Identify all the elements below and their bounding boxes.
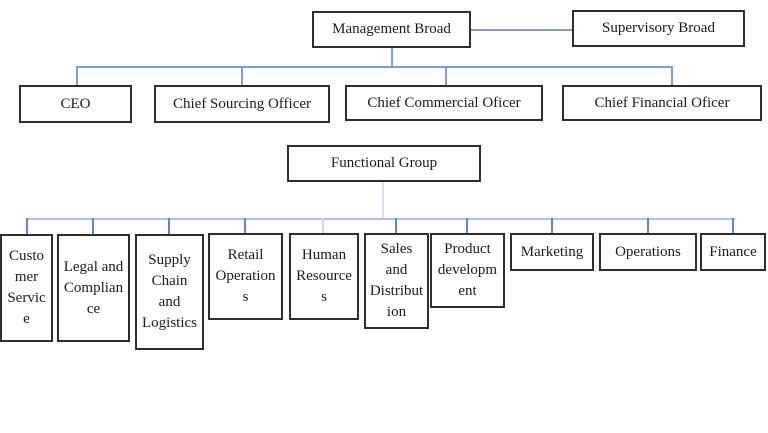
connector-drop-ceo xyxy=(76,66,78,86)
node-label: Supply Chain and Logistics xyxy=(142,252,197,331)
node-chief-commercial-oficer: Chief Commercial Oficer xyxy=(345,85,543,121)
node-label: Functional Group xyxy=(330,155,438,171)
node-human-resources: Human Resources xyxy=(289,233,359,320)
node-label: Chief Financial Oficer xyxy=(594,94,730,111)
node-label: Finance xyxy=(709,243,757,260)
connector-drop-legal-compliance xyxy=(92,218,94,234)
node-marketing: Marketing xyxy=(510,233,594,271)
connector-drop-customer-service xyxy=(26,218,28,234)
connector-drop-chief-commercial xyxy=(445,66,447,86)
node-label: Legal and Compliance xyxy=(63,258,124,317)
node-customer-service: Customer Service xyxy=(0,234,53,342)
node-product-development: Product development xyxy=(430,233,505,308)
connector-drop-operations xyxy=(647,218,649,233)
connector-functional-stem xyxy=(382,182,384,218)
connector-department-rail xyxy=(26,218,735,220)
node-chief-financial-oficer: Chief Financial Oficer xyxy=(562,85,762,121)
node-label: Marketing xyxy=(520,243,584,260)
node-retail-operations: Retail Operations xyxy=(208,233,283,320)
node-supervisory-broad: Supervisory Broad xyxy=(572,10,745,47)
connector-executive-rail xyxy=(76,66,673,68)
node-operations: Operations xyxy=(599,233,697,271)
node-label: Sales and Distribution xyxy=(369,241,424,320)
node-label: Retail Operations xyxy=(215,247,276,305)
connector-drop-chief-financial xyxy=(671,66,673,86)
connector-drop-finance xyxy=(732,218,734,233)
connector-drop-product-development xyxy=(466,218,468,233)
node-sales-and-distribution: Sales and Distribution xyxy=(364,233,429,329)
node-label: Supervisory Broad xyxy=(602,20,715,36)
node-finance: Finance xyxy=(700,233,766,271)
node-label: Human Resources xyxy=(296,247,352,305)
node-functional-group: Functional Group xyxy=(287,145,481,182)
node-label: CEO xyxy=(60,95,91,112)
node-ceo: CEO xyxy=(19,85,132,123)
connector-drop-supply-chain xyxy=(168,218,170,234)
connector-drop-sales-distribution xyxy=(395,218,397,233)
node-label: Product development xyxy=(437,241,498,299)
connector-management-stem xyxy=(391,48,393,67)
connector-drop-human-resources xyxy=(322,218,324,233)
node-label: Operations xyxy=(615,243,681,260)
node-label: Chief Commercial Oficer xyxy=(367,94,521,111)
connector-drop-marketing xyxy=(551,218,553,233)
connector-management-supervisory xyxy=(471,29,572,31)
node-legal-and-compliance: Legal and Compliance xyxy=(57,234,130,342)
node-chief-sourcing-officer: Chief Sourcing Officer xyxy=(154,85,330,123)
node-label: Management Broad xyxy=(332,21,451,37)
connector-drop-retail-operations xyxy=(244,218,246,233)
node-supply-chain-and-logistics: Supply Chain and Logistics xyxy=(135,234,204,350)
node-management-broad: Management Broad xyxy=(312,11,471,48)
node-label: Customer Service xyxy=(7,248,46,327)
node-label: Chief Sourcing Officer xyxy=(172,95,312,112)
connector-drop-chief-sourcing xyxy=(241,66,243,86)
